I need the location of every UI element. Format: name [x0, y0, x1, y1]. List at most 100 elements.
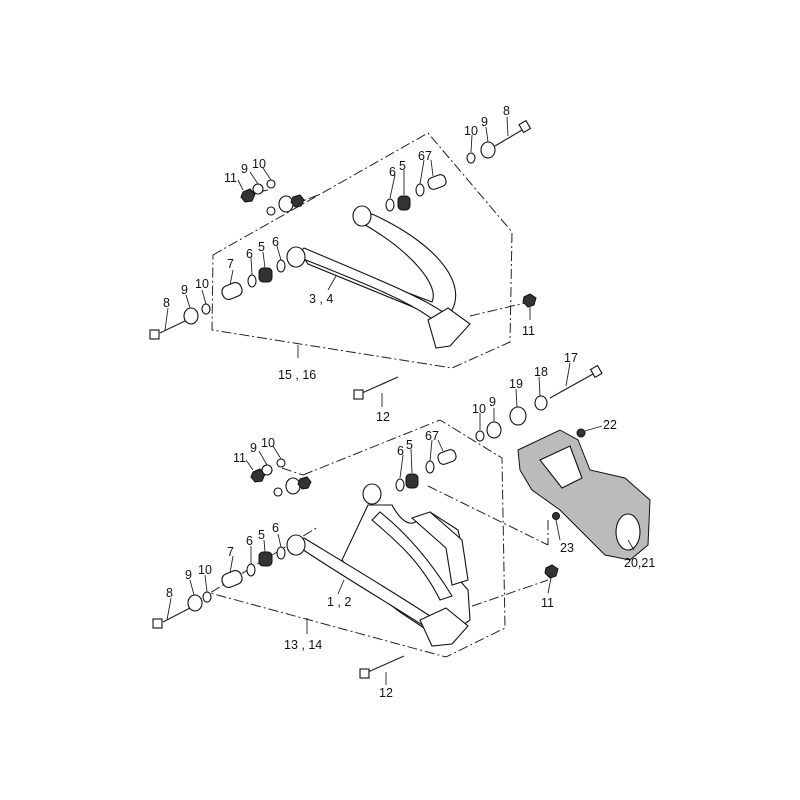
lower-dash-link-b: [427, 485, 549, 546]
upper-front-washer-10: [201, 303, 211, 315]
upper-rear-bolt-head: [518, 119, 532, 134]
upper-rear-washer-9: [480, 141, 496, 159]
callout-label: 11: [541, 596, 554, 610]
callout-label: 18: [534, 365, 548, 379]
upper-front-washer-9: [183, 307, 199, 325]
lower-leaders: [166, 362, 635, 685]
lower-nut-11: [250, 468, 266, 483]
callout-label: 6: [272, 235, 279, 249]
lower-bolt-12-head: [359, 668, 370, 679]
lower-front-bushing-5: [258, 551, 273, 567]
clip-22: [576, 428, 586, 438]
callout-label: 9: [181, 283, 188, 297]
callout-label: 12: [379, 686, 393, 700]
lower-rear-washer-18: [534, 395, 548, 411]
callout-label: 11: [522, 324, 535, 338]
upper-front-sleeve-7: [221, 282, 243, 300]
upper-front-bushing-5: [258, 267, 273, 283]
callout-label: 9: [489, 395, 496, 409]
callout-label: 10: [252, 157, 266, 171]
callout-label: 5: [406, 438, 413, 452]
lower-rear-washer-10: [475, 430, 485, 442]
callout-label: 67: [418, 149, 432, 163]
lower-front-washer-9: [187, 594, 203, 612]
upper-rear-sleeve-7: [427, 174, 447, 190]
upper-front-washer-6: [247, 274, 257, 288]
upper-rear-washer-10: [466, 152, 476, 164]
callout-label: 9: [481, 115, 488, 129]
lower-arm-assembly: [152, 362, 651, 685]
lower-rear-bolt-17-head: [589, 364, 603, 379]
upper-front-washer-6b: [276, 259, 286, 273]
callout-label: 13 , 14: [284, 638, 322, 652]
callout-label: 11: [224, 171, 237, 185]
callout-label: 12: [376, 410, 390, 424]
callout-label: 9: [241, 162, 248, 176]
upper-rear-pivot: [352, 205, 372, 227]
upper-washer-9a: [252, 183, 264, 195]
lower-rear-washer-6b: [425, 460, 435, 474]
lower-bolt-12: [367, 655, 405, 673]
lower-front-washer-6b: [276, 546, 286, 560]
callout-labels: 11 9 10 6 5 67 10 9 8 7 6 5 6 8 9 10 3 ,…: [163, 104, 655, 700]
lower-front-washer-10: [202, 591, 212, 603]
upper-group-outline: [211, 132, 513, 369]
callout-label: 20,21: [624, 556, 655, 570]
upper-front-bolt-8: [159, 319, 188, 334]
lower-shock-mount: [410, 511, 469, 586]
upper-dash-link-a: [284, 194, 319, 209]
upper-washer-10b: [266, 206, 276, 216]
callout-label: 10: [261, 436, 275, 450]
upper-washer-10a: [266, 179, 276, 189]
lower-front-sleeve-7: [221, 570, 243, 588]
callout-label: 8: [166, 586, 173, 600]
callout-label: 6: [272, 521, 279, 535]
callout-label: 6: [246, 247, 253, 261]
upper-bolt-12-head: [353, 389, 364, 400]
lower-front-washer-6: [246, 563, 256, 577]
callout-label: 11: [233, 451, 246, 465]
callout-label: 19: [509, 377, 523, 391]
callout-label: 10: [198, 563, 212, 577]
lower-right-nut-11: [544, 564, 559, 579]
lower-front-pivot: [286, 534, 306, 556]
callout-label: 6: [246, 534, 253, 548]
lower-ball-joint-bracket: [419, 607, 469, 647]
callout-label: 9: [185, 568, 192, 582]
lower-dash-link-c: [454, 579, 549, 613]
upper-rear-bushing-5: [397, 195, 411, 211]
lower-group-outline: [208, 419, 506, 658]
callout-label: 5: [258, 528, 265, 542]
lower-rear-sleeve-7: [437, 449, 457, 465]
callout-label: 10: [195, 277, 209, 291]
lower-rear-washer-6: [395, 478, 405, 492]
cv-guard-rib: [539, 445, 583, 489]
upper-washer-9b: [278, 195, 294, 213]
lower-rear-pivot: [362, 483, 382, 505]
callout-label: 67: [425, 429, 439, 443]
upper-nut-11: [240, 188, 256, 203]
lower-rear-bushing-5: [405, 473, 419, 489]
upper-front-pivot: [286, 246, 306, 268]
callout-label: 8: [503, 104, 510, 118]
lower-nut-11b: [297, 476, 312, 490]
callout-label: 1 , 2: [327, 595, 351, 609]
lower-front-bolt-head: [152, 618, 163, 629]
callout-label: 15 , 16: [278, 368, 316, 382]
callout-label: 22: [603, 418, 617, 432]
upper-rear-washer-6b: [415, 183, 425, 197]
callout-label: 10: [464, 124, 478, 138]
callout-label: 23: [560, 541, 574, 555]
lower-washer-9a: [261, 464, 273, 476]
upper-rear-washer-6: [385, 198, 395, 212]
upper-leaders: [164, 116, 531, 407]
callout-label: 7: [227, 257, 234, 271]
upper-bolt-12: [361, 376, 399, 394]
lower-a-arm-inner-plate: [371, 511, 453, 601]
lower-rear-collar-19: [509, 406, 527, 426]
callout-label: 3 , 4: [309, 292, 333, 306]
cv-guard-opening: [615, 513, 641, 551]
upper-right-nut-11: [522, 293, 537, 308]
lower-dash-link-a: [281, 467, 304, 476]
